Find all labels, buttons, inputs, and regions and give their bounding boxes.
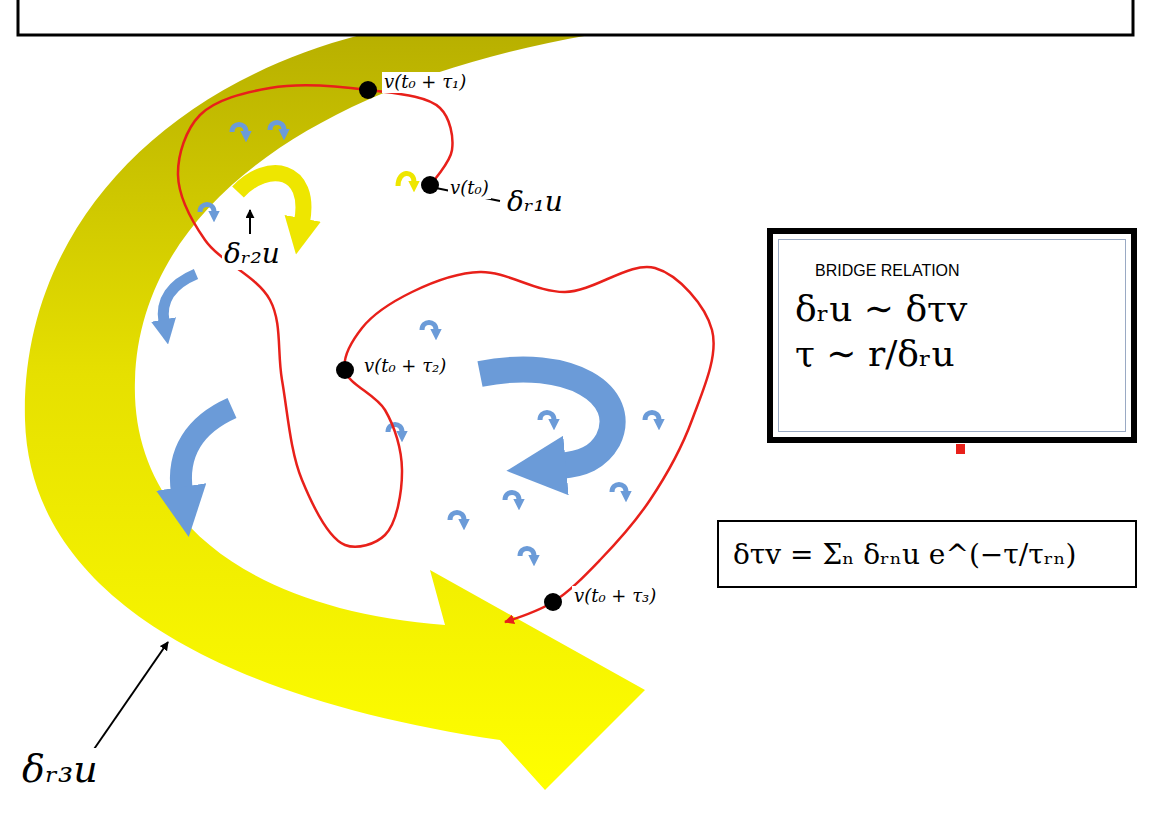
box-heading: BRIDGE RELATION — [795, 262, 1109, 280]
small-yellow-eddy — [398, 173, 414, 186]
frame-mark — [956, 444, 965, 454]
equation-text: δᵣu ∼ δτv — [795, 286, 1109, 331]
formula-box: δτv = Σₙ δᵣₙu e^(−τ/τᵣₙ) — [717, 520, 1137, 588]
point-label: v(t₀ + τ₂) — [362, 356, 448, 377]
eddy-label: δᵣ₂u — [222, 238, 282, 270]
eddy-label: δᵣ₃u — [20, 748, 100, 792]
small-eddies — [163, 123, 659, 557]
medium-yellow-eddy — [238, 173, 303, 222]
relation-box: BRIDGE RELATION δᵣu ∼ δτvτ ∼ r/δᵣu — [767, 228, 1137, 443]
point-label: v(t₀) — [448, 178, 491, 199]
large-eddy-arrow — [25, 35, 645, 790]
eddy-label: δᵣ₁u — [505, 186, 565, 218]
particle-dots — [336, 81, 562, 611]
equation-text: τ ∼ r/δᵣu — [795, 331, 1109, 376]
leader-arrows — [92, 186, 500, 752]
particle-trajectory — [178, 85, 714, 622]
point-label: v(t₀ + τ₃) — [572, 586, 658, 607]
top-frame — [18, 0, 1133, 35]
equation-text: δτv = Σₙ δᵣₙu e^(−τ/τᵣₙ) — [733, 538, 1076, 571]
point-label: v(t₀ + τ₁) — [382, 72, 468, 93]
